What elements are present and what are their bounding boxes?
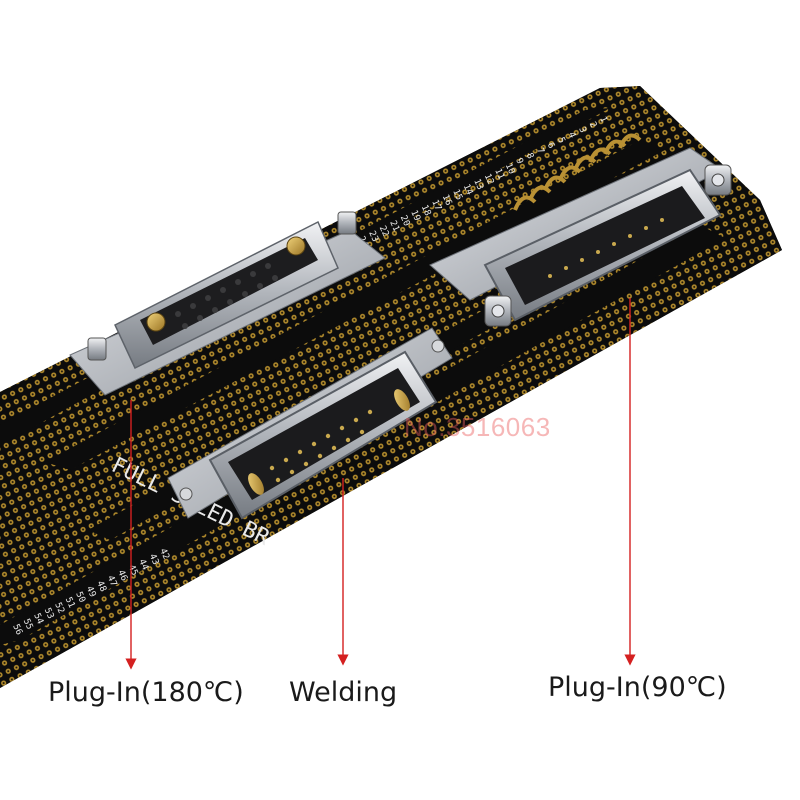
- pin-number: 7: [534, 146, 545, 155]
- hex-standoff: [337, 211, 357, 235]
- pin-number: 10: [503, 162, 517, 176]
- connector-plugin-180: [69, 211, 386, 396]
- pin-number: 16: [440, 193, 454, 207]
- pin-number: 42: [157, 547, 171, 561]
- pin-number: 44: [136, 558, 150, 572]
- hex-standoff: [87, 337, 107, 361]
- pin-number: 23: [366, 230, 380, 244]
- pin-number: 13: [471, 178, 485, 192]
- pin-number: 9: [513, 157, 524, 166]
- pin-number: 54: [31, 612, 45, 626]
- pin-number: 3: [576, 126, 587, 135]
- label-plugin-180: Plug-In(180℃): [48, 677, 244, 708]
- label-welding: Welding: [289, 677, 398, 708]
- pin-number: 4: [566, 131, 577, 140]
- pin-number: 12: [482, 172, 496, 186]
- pin-number: 17: [429, 198, 443, 212]
- pin-number: 50: [73, 590, 87, 604]
- pin-number: 55: [21, 617, 35, 631]
- socket-holes: [175, 263, 278, 329]
- pin-number: 52: [52, 601, 66, 615]
- pin-number: 18: [419, 204, 433, 218]
- pin-number: 5: [555, 136, 566, 145]
- pin-number: 53: [42, 607, 56, 621]
- pin-number: 2: [587, 120, 598, 129]
- pin-number: 51: [63, 596, 77, 610]
- pin-number: 21: [387, 219, 401, 233]
- pin-number: 47: [105, 574, 119, 588]
- pin-number: 19: [408, 209, 422, 223]
- pin-number: 48: [94, 580, 108, 594]
- male-pins: [548, 218, 664, 278]
- pin-number: 22: [377, 224, 391, 238]
- pin-number: 15: [450, 188, 464, 202]
- label-plugin-90: Plug-In(90℃): [548, 672, 727, 703]
- pin-number: 46: [115, 569, 129, 583]
- male-pins: [269, 409, 373, 483]
- right-angle-leads: [513, 133, 642, 211]
- pin-number: 6: [545, 141, 556, 150]
- pin-number: 45: [126, 563, 140, 577]
- pin-number: 20: [398, 214, 412, 228]
- pin-number: 1: [597, 115, 608, 124]
- callout-arrows: [125, 298, 636, 670]
- pin-number: 49: [84, 585, 98, 599]
- pin-number: 14: [461, 183, 475, 197]
- pin-number: 11: [492, 167, 506, 181]
- pin-number: 43: [147, 553, 161, 567]
- connector-welding: [167, 327, 453, 520]
- watermark-text: No.3516063: [404, 412, 551, 442]
- pin-number: 8: [524, 152, 535, 161]
- pin-number: 56: [10, 623, 24, 637]
- connector-plugin-90: [429, 133, 732, 327]
